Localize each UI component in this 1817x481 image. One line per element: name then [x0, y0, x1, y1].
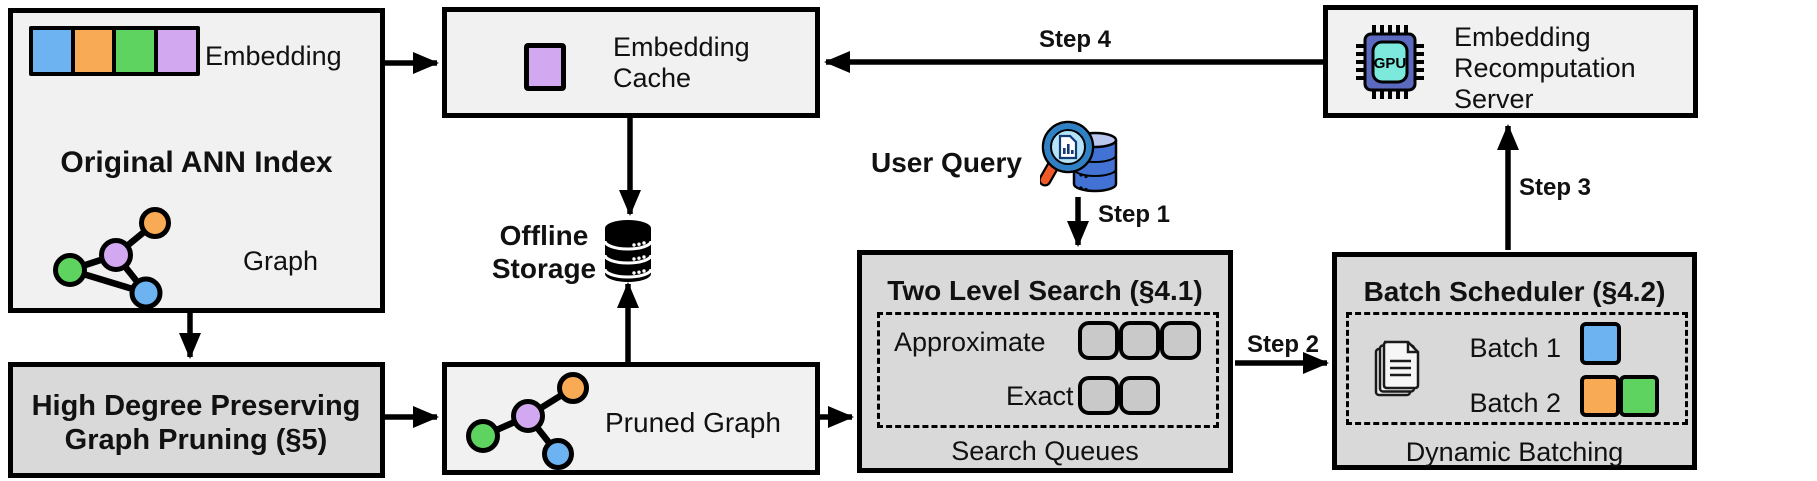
documents-icon: [1374, 340, 1420, 397]
step3-label: Step 3: [1519, 174, 1592, 201]
step1-label: Step 1: [1098, 201, 1171, 228]
graph-node-blue: [542, 438, 574, 470]
graph-node-orange: [557, 372, 589, 404]
original-ann-index-title: Original ANN Index: [60, 146, 333, 179]
graph-node-green: [466, 419, 500, 453]
search-queues-label: Search Queues: [951, 436, 1139, 466]
graph-node-purple: [511, 399, 545, 433]
batch-1-squares: [1580, 322, 1621, 365]
queue-slot: [1160, 321, 1201, 360]
embedding-cache-title: Embedding Cache: [613, 32, 750, 93]
queue-slot: [1119, 321, 1160, 360]
database-icon: [603, 220, 653, 282]
color-square-orange: [70, 26, 117, 76]
recomputation-server-title: Embedding Recomputation Server: [1454, 22, 1636, 114]
color-square-orange: [1580, 375, 1620, 417]
queue-slot: [1078, 321, 1119, 360]
color-square-green: [112, 26, 158, 76]
recomputation-server-box: GPU Embedding Recomputation Server: [1323, 5, 1698, 118]
exact-queue-slots: [1078, 376, 1160, 415]
color-square-blue: [1580, 322, 1621, 365]
color-square-blue: [29, 26, 75, 76]
pruned-graph-box: Pruned Graph: [442, 362, 820, 475]
dynamic-batching-dashed-box: Batch 1 Batch 2: [1346, 312, 1688, 425]
step2-label: Step 2: [1246, 331, 1320, 358]
graph-node-green: [53, 253, 87, 287]
graph-pruning-title: High Degree Preserving Graph Pruning (§5…: [31, 390, 361, 456]
cached-embedding-square-icon: [524, 43, 566, 91]
pruned-graph-icon: [466, 372, 589, 470]
batch-scheduler-box: Batch Scheduler (§4.2) Batch 1 Batch 2 D…: [1332, 252, 1697, 470]
offline-storage-label: Offline Storage: [491, 220, 597, 284]
graph-node-blue: [129, 276, 163, 310]
batch-1-label: Batch 1: [1469, 333, 1561, 363]
search-database-icon: [1040, 120, 1118, 193]
approximate-label: Approximate: [894, 327, 1046, 357]
graph-icon: [53, 207, 171, 310]
embedding-label: Embedding: [205, 41, 342, 71]
graph-node-orange: [139, 207, 171, 239]
graph-label: Graph: [242, 246, 319, 276]
two-level-search-box: Two Level Search (§4.1) Approximate Exac…: [857, 250, 1233, 473]
gpu-chip-icon: GPU: [1356, 25, 1424, 99]
original-ann-index-box: Embedding Original ANN Index Graph: [8, 8, 385, 313]
batch-2-label: Batch 2: [1469, 388, 1561, 418]
color-square-purple: [153, 26, 200, 76]
batch-2-squares: [1580, 375, 1659, 417]
user-query-label: User Query: [871, 147, 1022, 178]
exact-label: Exact: [1006, 381, 1074, 411]
queue-slot: [1078, 376, 1119, 415]
embedding-cache-box: Embedding Cache: [442, 7, 820, 118]
two-level-search-title: Two Level Search (§4.1): [887, 275, 1203, 306]
embedding-strip-icon: [29, 26, 200, 76]
dynamic-batching-label: Dynamic Batching: [1405, 437, 1624, 467]
approximate-queue-slots: [1078, 321, 1201, 360]
pruned-graph-label: Pruned Graph: [605, 407, 781, 438]
color-square-green: [1619, 375, 1659, 417]
queue-slot: [1119, 376, 1160, 415]
gpu-label: GPU: [1374, 55, 1407, 72]
search-queues-dashed-box: Approximate Exact: [877, 312, 1219, 428]
graph-node-purple: [99, 238, 133, 272]
step4-label: Step 4: [1038, 26, 1112, 53]
graph-pruning-box: High Degree Preserving Graph Pruning (§5…: [8, 362, 385, 478]
batch-scheduler-title: Batch Scheduler (§4.2): [1363, 276, 1666, 307]
